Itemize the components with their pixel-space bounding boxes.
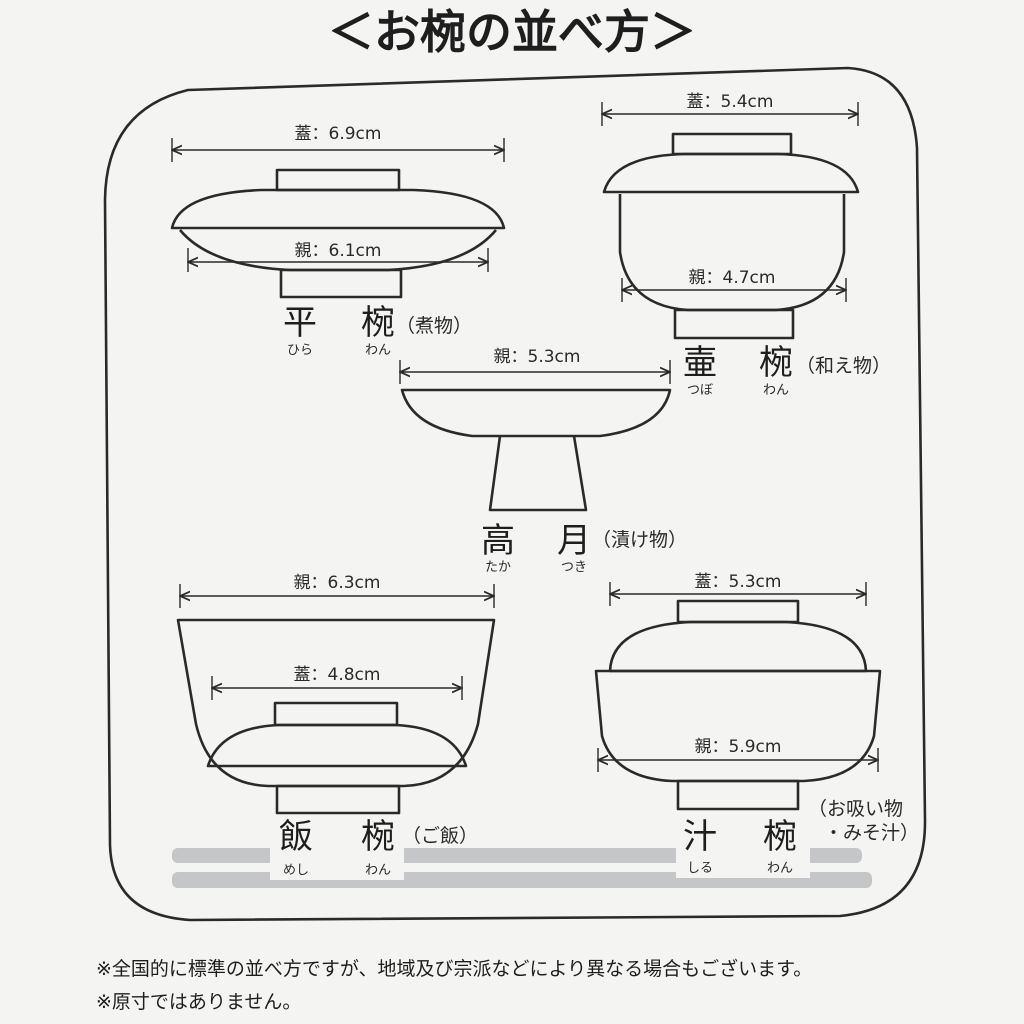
tsubo-ruby-1: つぼ — [687, 383, 713, 398]
han-ruby-2: わん — [365, 863, 391, 878]
shiru-use-1: （お吸い物 — [808, 798, 903, 820]
takatsuki-ruby-1: たか — [485, 560, 511, 575]
tray-outline — [103, 66, 927, 922]
takatsuki-name-1: 高 — [481, 521, 515, 561]
hira-foot — [279, 268, 403, 299]
shiru-ruby-2: わん — [767, 861, 793, 876]
hira-lid-knob — [275, 168, 401, 192]
hira-ruby-2: わん — [365, 343, 391, 358]
takatsuki-name-2: 月 — [557, 521, 591, 561]
han-label-backdrop — [270, 822, 404, 880]
takatsuki-use: （漬け物） — [592, 529, 687, 551]
note-line-2: ※原寸ではありません。 — [96, 991, 301, 1013]
hira-ruby-1: ひら — [287, 343, 313, 358]
tsubo-bowl-body — [618, 194, 846, 312]
han-foot — [275, 784, 401, 815]
shiru-name-1: 汁 — [683, 817, 717, 857]
note-line-1: ※全国的に標準の並べ方ですが、地域及び宗派などにより異なる場合もございます。 — [96, 957, 812, 980]
han-body-dimension: 親：6.3cm — [294, 573, 381, 593]
han-bowl-body — [176, 618, 496, 788]
tsubo-lid — [602, 152, 860, 194]
hira-lid-dimension: 蓋：6.9cm — [295, 124, 382, 144]
hira-lid — [170, 188, 506, 230]
han-name-2: 椀 — [361, 817, 395, 857]
han-wan: 親：6.3cm 蓋：4.8cm 飯 椀 めし わん （ご飯） — [176, 573, 496, 880]
shiru-lid — [608, 620, 868, 673]
tsubo-name-2: 椀 — [759, 343, 793, 383]
hira-body-dimension: 親：6.1cm — [295, 241, 382, 261]
han-lid-dimension: 蓋：4.8cm — [294, 665, 381, 685]
tsubo-name-1: 壷 — [683, 343, 717, 383]
shiru-name-2: 椀 — [763, 817, 797, 857]
tsubo-lid-dimension: 蓋：5.4cm — [687, 92, 774, 112]
page-title: ＜お椀の並べ方＞ — [328, 5, 696, 59]
shiru-body-dimension: 親：5.9cm — [695, 737, 782, 757]
tsubo-wan: 蓋：5.4cm 親：4.7cm 壷 椀 つぼ わん （和え物） — [602, 92, 891, 398]
han-name-1: 飯 — [279, 817, 313, 857]
shiru-use-2: ・みそ汁） — [824, 822, 919, 844]
tsubo-body-dimension: 親：4.7cm — [689, 268, 776, 288]
han-lid-knob — [273, 701, 399, 727]
shiru-foot — [676, 779, 800, 811]
tsubo-foot — [673, 308, 795, 340]
hira-wan: 蓋：6.9cm 親：6.1cm 平 椀 ひら わん （煮物） — [170, 124, 506, 358]
takatsuki-ruby-2: つき — [561, 560, 587, 575]
hira-name-2: 椀 — [361, 303, 395, 343]
takatsuki-dimension: 親：5.3cm — [494, 347, 581, 367]
tsubo-lid-knob — [671, 132, 793, 156]
tsubo-use: （和え物） — [796, 355, 891, 377]
shiru-lid-dimension: 蓋：5.3cm — [695, 572, 782, 592]
hira-name-1: 平 — [283, 303, 317, 343]
shiru-label-backdrop — [676, 812, 810, 878]
takatsuki-dish — [400, 388, 672, 438]
han-ruby-1: めし — [283, 863, 309, 878]
shiru-ruby-1: しる — [687, 861, 713, 876]
takatsuki: 親：5.3cm 高 月 たか つき （漬け物） — [400, 347, 687, 575]
hira-use: （煮物） — [396, 315, 472, 337]
shiru-wan: 蓋：5.3cm 親：5.9cm 汁 椀 しる わん （お吸い物 ・みそ汁） — [594, 572, 919, 878]
shiru-bowl-body — [594, 669, 882, 783]
han-lid — [206, 723, 468, 768]
han-use: （ご飯） — [402, 825, 478, 847]
takatsuki-stand — [488, 435, 588, 512]
shiru-lid-knob — [676, 599, 800, 624]
tsubo-ruby-2: わん — [763, 383, 789, 398]
